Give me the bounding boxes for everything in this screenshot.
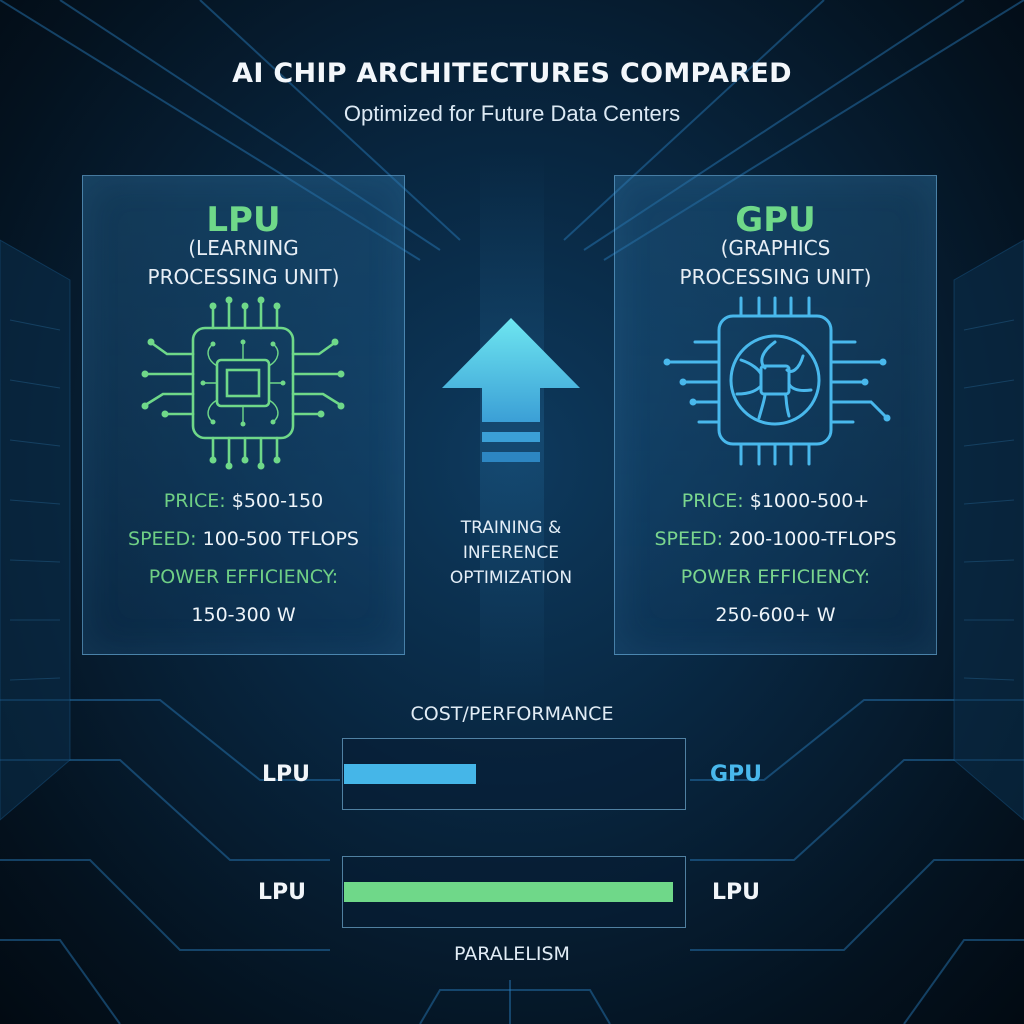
gpu-power-label: POWER EFFICIENCY: [680, 566, 871, 588]
gpu-power-value-row: 250-600+ W [615, 604, 936, 626]
page-title: AI CHIP ARCHITECTURES COMPARED [232, 58, 792, 89]
lpu-title: LPU [206, 200, 281, 240]
lpu-price-value: $500-150 [231, 490, 324, 512]
parallel-bar-left-label: LPU [258, 880, 307, 905]
gpu-speed-row: SPEED: 200-1000-TFLOPS [615, 528, 936, 550]
neural-chip-icon [141, 296, 345, 470]
center-caption-line1: TRAINING & [460, 518, 562, 538]
parallelism-bar [342, 856, 686, 928]
lpu-speed-row: SPEED: 100-500 TFLOPS [83, 528, 404, 550]
parallelism-fill [344, 882, 673, 902]
gpu-full-name: (GRAPHICS PROCESSING UNIT) [615, 234, 936, 292]
lpu-full-name-line2: PROCESSING UNIT) [147, 265, 340, 289]
parallelism-title: PARALELISM [454, 943, 570, 965]
gpu-price-label: PRICE: [681, 490, 744, 512]
lpu-price-label: PRICE: [163, 490, 226, 512]
lpu-speed-label: SPEED: [128, 528, 197, 550]
gpu-title: GPU [735, 200, 816, 240]
gpu-price-value: $1000-500+ [749, 490, 870, 512]
center-caption-line3: OPTIMIZATION [449, 568, 573, 588]
gpu-power-value: 250-600+ W [715, 604, 836, 626]
gpu-panel: GPU (GRAPHICS PROCESSING UNIT) [614, 175, 937, 655]
lpu-panel: LPU (LEARNING PROCESSING UNIT) [82, 175, 405, 655]
lpu-power-value: 150-300 W [191, 604, 296, 626]
lpu-power-row: POWER EFFICIENCY: [83, 566, 404, 588]
cost-bar-right-label: GPU [710, 762, 763, 787]
lpu-power-value-row: 150-300 W [83, 604, 404, 626]
cost-performance-title: COST/PERFORMANCE [410, 703, 614, 725]
center-caption: TRAINING & INFERENCE OPTIMIZATION [400, 516, 622, 591]
lpu-full-name-line1: (LEARNING [188, 236, 299, 260]
gpu-power-row: POWER EFFICIENCY: [615, 566, 936, 588]
page-subtitle: Optimized for Future Data Centers [343, 101, 681, 126]
gpu-full-name-line1: (GRAPHICS [720, 236, 831, 260]
lpu-price-row: PRICE: $500-150 [83, 490, 404, 512]
fan-chip-icon [663, 296, 891, 466]
up-arrow-icon [442, 318, 580, 462]
gpu-speed-value: 200-1000-TFLOPS [729, 528, 897, 550]
lpu-speed-value: 100-500 TFLOPS [202, 528, 359, 550]
center-caption-line2: INFERENCE [462, 543, 560, 563]
gpu-full-name-line2: PROCESSING UNIT) [679, 265, 872, 289]
gpu-price-row: PRICE: $1000-500+ [615, 490, 936, 512]
gpu-speed-label: SPEED: [654, 528, 723, 550]
cost-bar-left-label: LPU [262, 762, 311, 787]
cost-performance-bar [342, 738, 686, 810]
lpu-full-name: (LEARNING PROCESSING UNIT) [83, 234, 404, 292]
cost-performance-fill [344, 764, 476, 784]
lpu-power-label: POWER EFFICIENCY: [148, 566, 339, 588]
parallel-bar-right-label: LPU [712, 880, 761, 905]
